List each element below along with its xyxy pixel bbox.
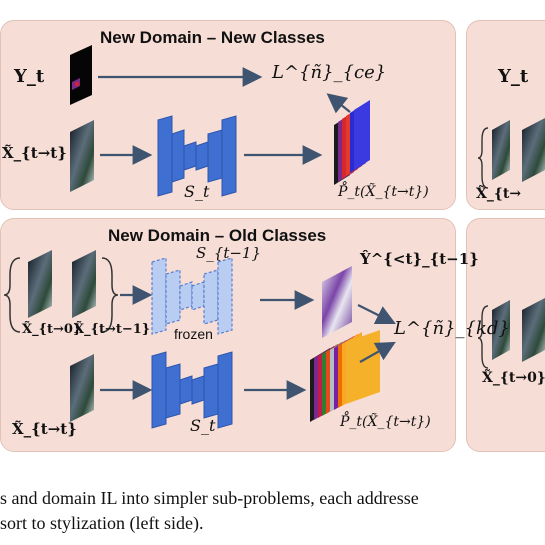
caption-line-2: sort to stylization (left side). xyxy=(0,513,204,533)
label-y-t-right: Y_t xyxy=(498,66,529,87)
old-classes-prediction-image xyxy=(322,266,352,338)
label-old-prediction: Ŷ^{<t}_{t−1} xyxy=(360,250,479,268)
stylized-image-xt0 xyxy=(28,250,52,318)
arrow-prediction-to-ce-loss xyxy=(326,93,351,114)
segmentation-network-st-bottom xyxy=(151,351,233,429)
label-prediction-top: P̊_t(X̃_{t→t}) xyxy=(338,184,429,200)
caption-line-1: s and domain IL into simpler sub-problem… xyxy=(0,488,419,508)
brace-left xyxy=(3,257,21,333)
right-top-partial xyxy=(477,118,545,189)
arrow-prediction-to-kd-loss xyxy=(359,341,396,363)
label-x-right-top: X̃_{t→ xyxy=(476,186,522,202)
label-x-t-t1: X̃_{t→t−1} xyxy=(74,322,151,337)
label-ce-loss: L^{ñ}_{ce} xyxy=(272,62,387,83)
label-kd-loss: L^{ñ}_{kd} xyxy=(394,318,510,339)
label-prediction-bottom: P̊_t(X̃_{t→t}) xyxy=(340,414,431,430)
label-x-t0: X̃_{t→0} xyxy=(22,322,82,337)
right-bottom-partial xyxy=(477,298,545,369)
label-network-st: S_t xyxy=(184,182,210,201)
label-frozen: frozen xyxy=(174,326,213,342)
label-network-st-bottom: S_t xyxy=(190,416,216,435)
panel-title-new-classes: New Domain – New Classes xyxy=(100,28,325,47)
label-network-st-1: S_{t−1} xyxy=(196,244,262,262)
arrow-old-prediction-to-kd-loss xyxy=(357,304,396,324)
stylized-image-xtt-bottom xyxy=(70,354,94,422)
label-x-t0-right: X̃_{t→0} xyxy=(482,370,545,386)
prediction-stack-bottom xyxy=(310,330,380,422)
brace-right xyxy=(101,257,119,333)
frozen-network-st-1 xyxy=(151,257,233,335)
label-x-tt-bottom: X̃_{t→t} xyxy=(12,420,77,438)
stylized-image-xtt xyxy=(70,120,94,192)
prediction-stack-top xyxy=(334,100,370,185)
stylized-image-xt-t1 xyxy=(72,250,96,318)
panel-title-old-classes: New Domain – Old Classes xyxy=(108,226,327,245)
segmentation-network-st xyxy=(157,115,237,197)
label-map-yt-image xyxy=(70,45,92,105)
label-x-tt: X̃_{t→t} xyxy=(2,144,67,162)
label-y-t: Y_t xyxy=(14,66,45,87)
panel-right-top xyxy=(466,20,545,210)
